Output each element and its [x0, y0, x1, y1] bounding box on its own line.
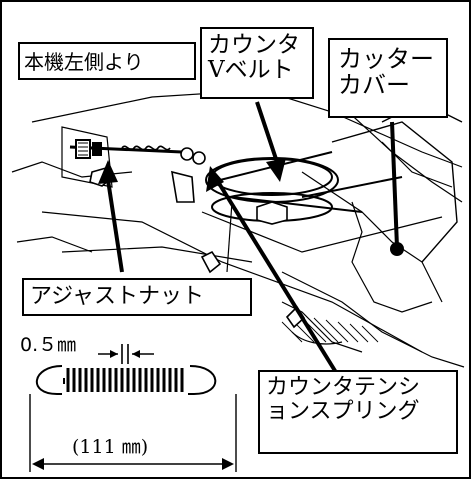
counter-vbelt-label: カウンタ Vベルト [200, 27, 314, 99]
cutter-cover-line1: カッター [338, 45, 434, 73]
spring-detail [29, 344, 237, 472]
spring-gap-dimension: 0.５㎜ [20, 334, 77, 356]
illustrated-spring [121, 145, 206, 203]
tension-spring-line2: ョンスプリング [266, 399, 420, 425]
spring-length-dimension: (111 ㎜) [72, 436, 149, 458]
counter-vbelt-line1: カウンタ [208, 32, 300, 58]
spring-arrow [206, 166, 224, 192]
tension-spring-line1: カウンタテンシ [266, 375, 421, 400]
adjust-rod [69, 139, 183, 159]
arrowheads [98, 158, 404, 256]
tension-spring-label: カウンタテンシ ョンスプリング [258, 370, 458, 454]
adjust-nut-arrow [98, 160, 118, 184]
adjust-nut-label: アジャストナット [22, 278, 252, 316]
cutter-cover-line2: カバー [338, 71, 410, 100]
cutter-cover-label: カッター カバー [328, 38, 448, 118]
cutter-cover-dot [390, 242, 404, 256]
spring-coils [66, 368, 184, 392]
machine-body [11, 89, 465, 368]
adjust-side-label: 本機左側より [18, 42, 196, 80]
leader-lines [106, 101, 399, 376]
counter-vbelt-line2: Vベルト [208, 57, 294, 84]
vbelt-arrow [266, 158, 286, 182]
